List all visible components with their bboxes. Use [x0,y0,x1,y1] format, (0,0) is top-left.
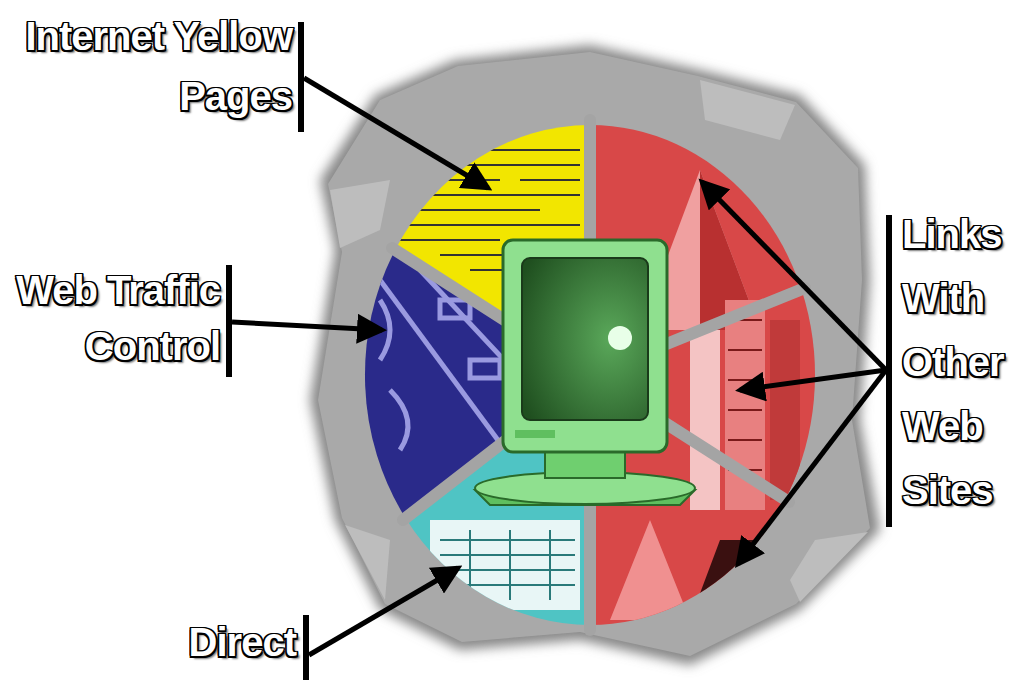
callout-label: Internet Yellow Pages [6,6,292,126]
callout-label: Direct [160,614,296,670]
callout-label-box: Links With Other Web Sites [902,202,1006,522]
callout-label-box: Internet Yellow Pages [6,6,292,126]
leader-arrow [232,78,886,655]
label-bracket [226,22,892,680]
callout-label-box: Web Traffic Control [6,262,220,374]
callout-label: Links With Other Web Sites [902,202,1006,522]
callout-label-box: Direct [160,614,296,670]
grey-rim [310,45,880,665]
callout-label: Web Traffic Control [6,262,220,374]
computer-icon [475,240,695,505]
